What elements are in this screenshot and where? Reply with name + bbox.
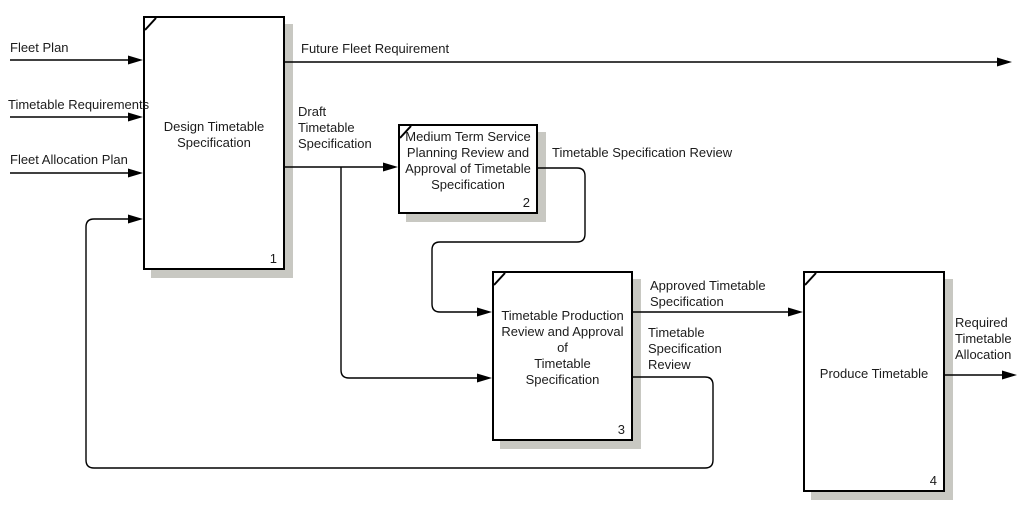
corner-fold-icon: [493, 272, 506, 286]
process-box-design-timetable-specification: Design Timetable Specification 1: [143, 16, 285, 270]
arrowhead: [1002, 370, 1017, 380]
corner-fold-icon: [804, 272, 817, 286]
arrowhead: [997, 57, 1012, 67]
arrowhead: [477, 307, 492, 317]
corner-fold-icon: [399, 125, 412, 139]
process-box-label: Design Timetable Specification: [163, 119, 265, 150]
label-required-timetable-allocation: Required Timetable Allocation: [955, 315, 1012, 362]
process-box-number: 1: [269, 251, 277, 266]
process-box-label: Medium Term Service Planning Review and …: [405, 129, 531, 192]
process-box-timetable-production-review: Timetable Production Review and Approval…: [492, 271, 633, 441]
process-box-number: 2: [522, 195, 530, 210]
process-box-number: 4: [929, 473, 937, 488]
label-future-fleet-requirement: Future Fleet Requirement: [301, 41, 450, 56]
label-approved-timetable-specification: Approved Timetable Specification: [650, 278, 766, 309]
process-box-label: Timetable Production Review and Approval…: [501, 308, 624, 387]
arrowhead: [128, 168, 143, 178]
arrowhead: [477, 373, 492, 383]
label-timetable-requirements: Timetable Requirements: [8, 97, 150, 112]
arrowhead: [128, 214, 143, 224]
arrowhead: [383, 162, 398, 172]
label-fleet-allocation-plan: Fleet Allocation Plan: [10, 152, 128, 167]
process-box-medium-term-service-planning-review: Medium Term Service Planning Review and …: [398, 124, 538, 214]
label-timetable-specification-review-feedback: Timetable Specification Review: [648, 325, 722, 372]
label-fleet-plan: Fleet Plan: [10, 40, 69, 55]
process-box-produce-timetable: Produce Timetable 4: [803, 271, 945, 492]
label-timetable-specification-review-mid: Timetable Specification Review: [552, 145, 733, 160]
label-draft-timetable-specification: Draft Timetable Specification: [298, 104, 372, 151]
arrowhead: [788, 307, 803, 317]
arrowhead: [128, 112, 143, 122]
process-box-number: 3: [617, 422, 625, 437]
arrowhead: [128, 55, 143, 65]
corner-fold-icon: [144, 17, 157, 31]
process-box-label: Produce Timetable: [819, 365, 929, 381]
